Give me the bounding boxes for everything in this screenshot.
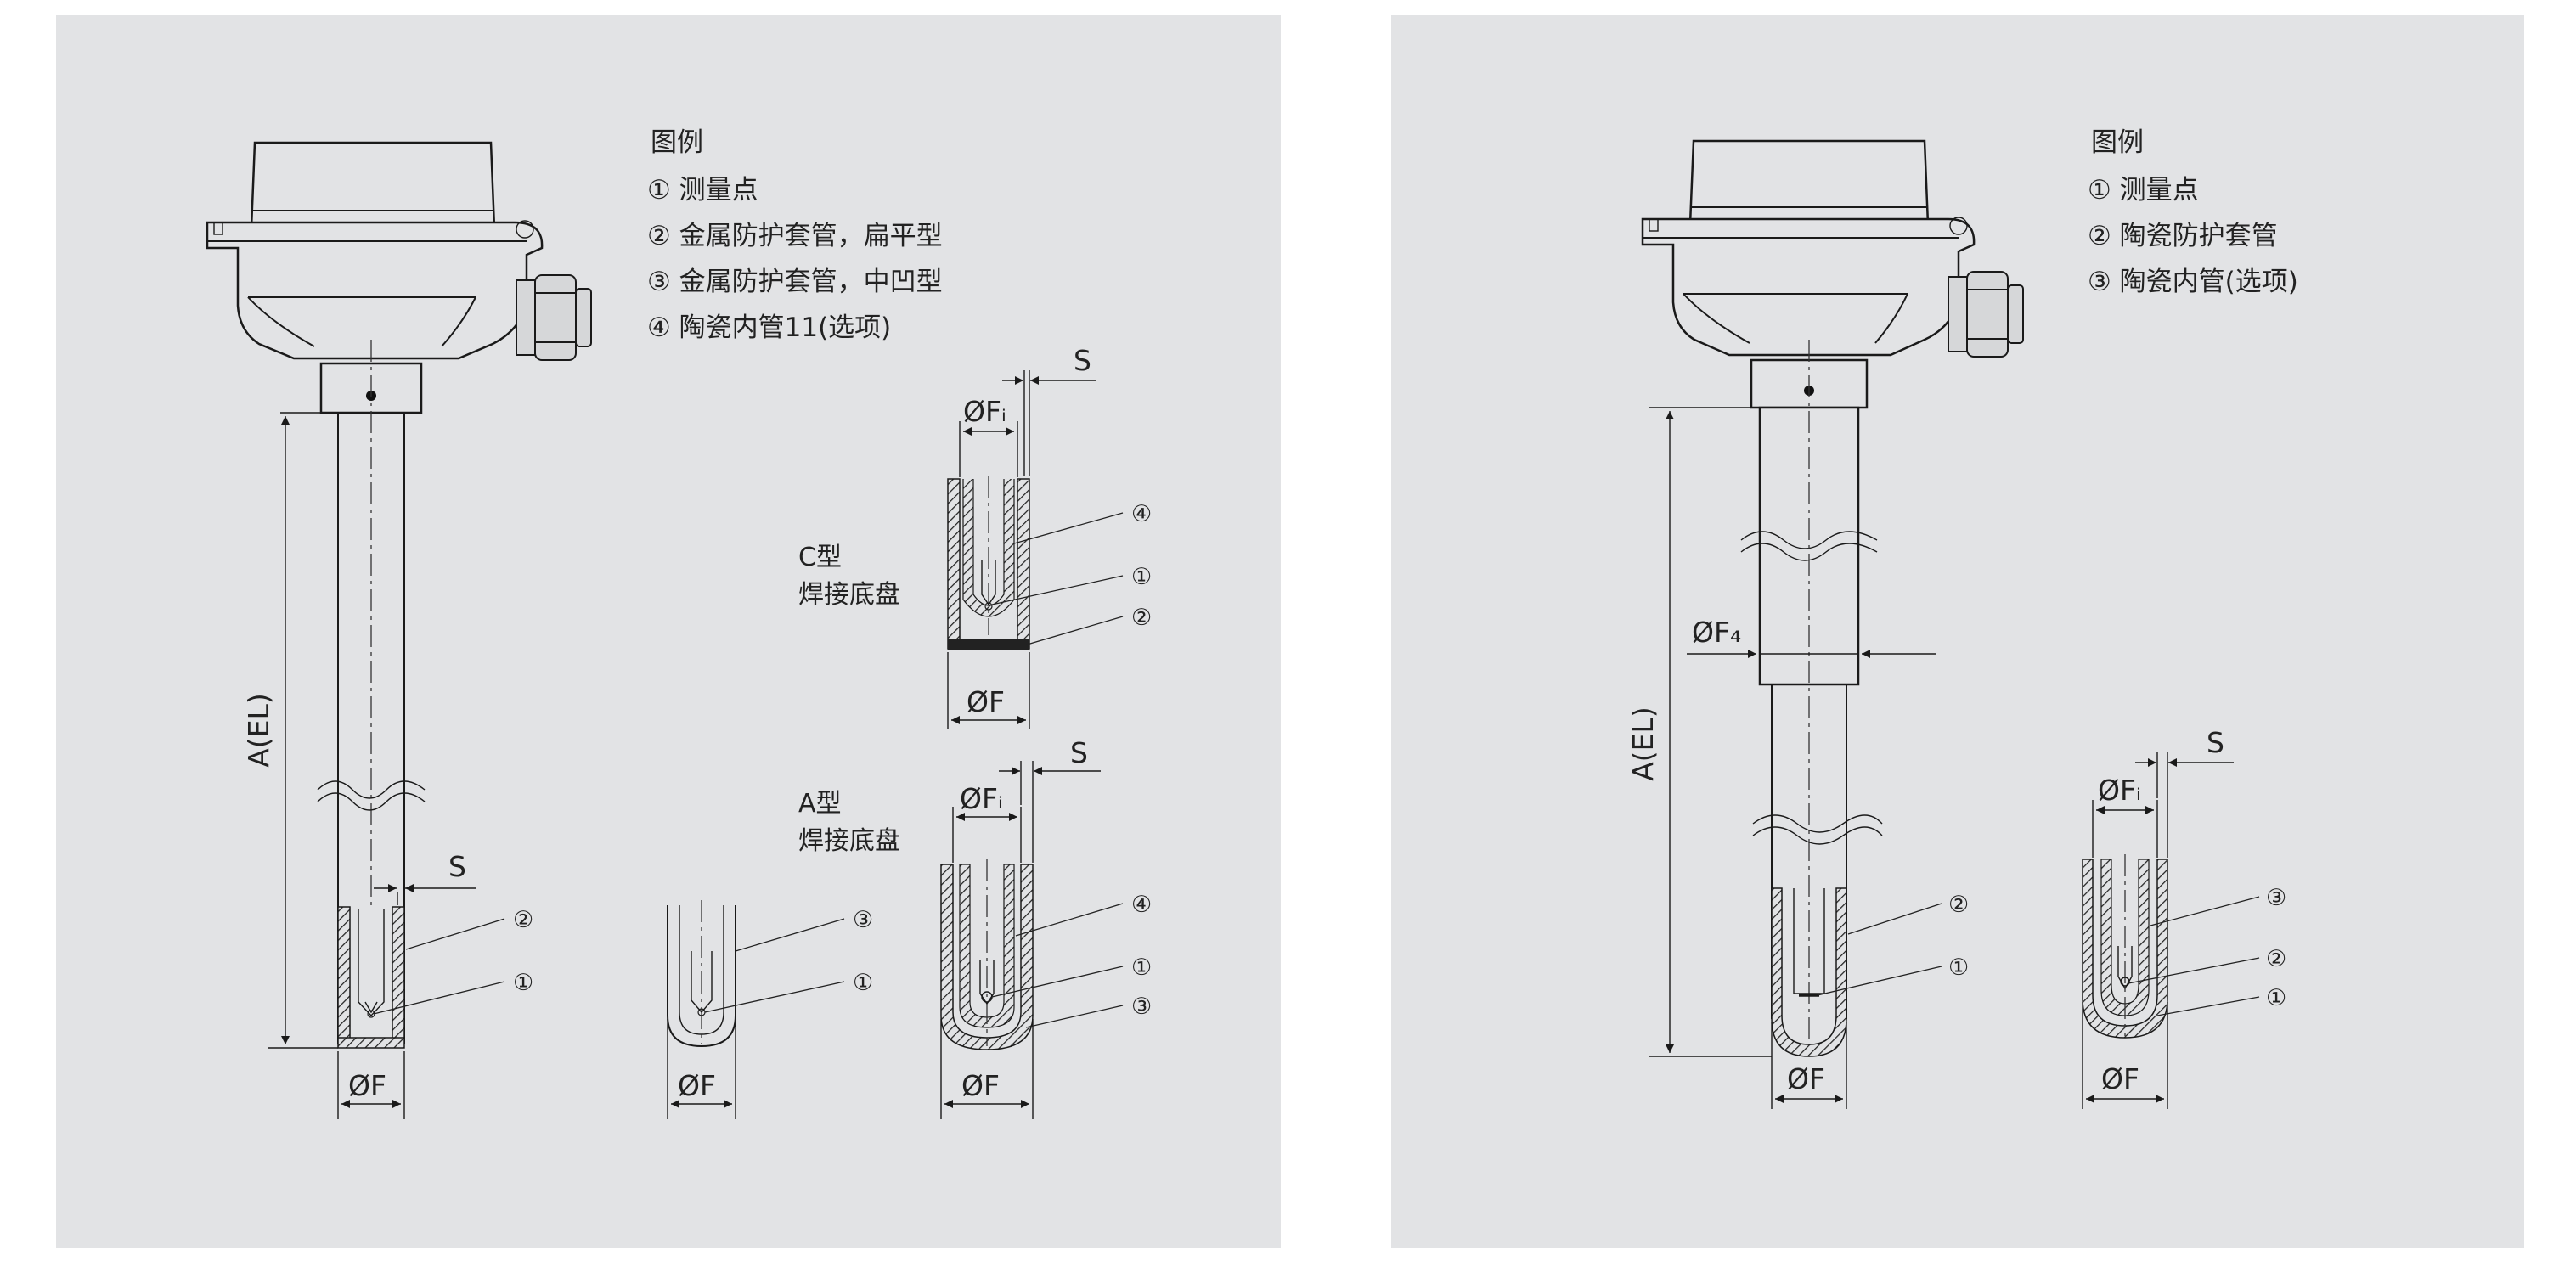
right-main-callouts: ② ① — [1817, 892, 1969, 996]
right-tip-detail: ØF ØFᵢ S ③ ② ① — [2082, 726, 2286, 1109]
right-tip-wall-label: S — [2207, 726, 2224, 759]
right-tip-callout-1: ① — [2266, 985, 2286, 1011]
type-c-label-1: C型 — [798, 543, 842, 572]
tip-outer-diameter-label: ØF — [678, 1069, 716, 1102]
right-tip-callout-2: ② — [2266, 946, 2286, 972]
type-c-callout-2: ② — [1131, 605, 1152, 631]
type-a-callout-3: ③ — [1131, 994, 1152, 1020]
right-support-diameter-label: ØF₄ — [1692, 616, 1741, 649]
left-length-label: A(EL) — [242, 693, 275, 768]
right-connection-head — [1641, 139, 2024, 409]
tip-callout-3: ③ — [853, 907, 873, 933]
right-tip-outer-diameter-label: ØF — [2101, 1062, 2139, 1095]
right-legend-item-2: ② 陶瓷防护套管 — [2088, 221, 2278, 251]
type-a-callout-4: ④ — [1131, 892, 1152, 918]
right-callout-2: ② — [1948, 892, 1969, 918]
type-a-outer-diameter-label: ØF — [961, 1069, 1000, 1102]
type-a-inner-diameter-label: ØFᵢ — [960, 782, 1003, 815]
left-outer-diameter-label: ØF — [348, 1069, 386, 1102]
right-legend-title: 图例 — [2091, 127, 2144, 158]
left-legend-title: 图例 — [651, 127, 703, 158]
left-legend-item-1: ① 测量点 — [647, 175, 758, 205]
right-panel: 图例 ① 测量点 ② 陶瓷防护套管 ③ 陶瓷内管(选项) — [1391, 15, 2524, 1248]
left-panel: 图例 ① 测量点 ② 金属防护套管，扁平型 ③ 金属防护套管，中凹型 ④ 陶瓷内… — [56, 15, 1281, 1248]
type-a-wall-label: S — [1070, 736, 1088, 769]
left-wall-label: S — [448, 850, 466, 883]
left-length-dimension: A(EL) — [242, 412, 338, 1049]
right-callout-1: ① — [1948, 954, 1969, 981]
right-tip-inner-diameter-label: ØFᵢ — [2098, 774, 2141, 807]
cable-gland — [534, 274, 577, 361]
right-main-tube — [1740, 340, 1883, 1057]
type-c-callout-4: ④ — [1131, 501, 1152, 527]
right-length-label: A(EL) — [1626, 707, 1660, 781]
right-support-diameter-dim: ØF₄ — [1687, 616, 1936, 658]
right-head-housing — [1641, 217, 1976, 357]
left-legend: 图例 ① 测量点 ② 金属防护套管，扁平型 ③ 金属防护套管，中凹型 ④ 陶瓷内… — [647, 127, 943, 343]
type-a-detail: A型 焊接底盘 ØF ØFᵢ S ④ ① ③ — [798, 736, 1152, 1119]
right-tip-callout-3: ③ — [2266, 885, 2286, 911]
left-legend-item-2: ② 金属防护套管，扁平型 — [647, 221, 943, 251]
type-a-callout-1: ① — [1131, 954, 1152, 981]
callout-1: ① — [513, 970, 533, 996]
head-cover — [250, 141, 496, 229]
type-c-detail: C型 焊接底盘 ØF ØFᵢ S — [798, 344, 1152, 729]
type-c-label-2: 焊接底盘 — [798, 580, 900, 610]
left-wall-dim: S — [374, 850, 476, 905]
callout-2: ② — [513, 907, 533, 933]
right-legend-item-3: ③ 陶瓷内管(选项) — [2088, 267, 2298, 297]
type-c-wall-label: S — [1074, 344, 1091, 377]
type-c-inner-diameter-label: ØFᵢ — [963, 395, 1006, 428]
right-legend-item-1: ① 测量点 — [2088, 175, 2199, 205]
type-c-outer-diameter-label: ØF — [967, 685, 1005, 718]
left-tip-curved: ØF ③ ① — [667, 900, 873, 1119]
left-legend-item-3: ③ 金属防护套管，中凹型 — [647, 267, 943, 297]
type-a-label-2: 焊接底盘 — [798, 826, 900, 856]
left-main-callouts: ② ① — [373, 907, 533, 1015]
head-housing — [206, 221, 544, 360]
type-c-callout-1: ① — [1131, 564, 1152, 590]
type-a-label-1: A型 — [798, 789, 842, 819]
right-head-cover — [1688, 139, 1930, 226]
right-panel-background — [1391, 15, 2524, 1248]
left-legend-item-4: ④ 陶瓷内管11(选项) — [647, 312, 891, 343]
left-connection-head — [206, 141, 592, 414]
right-outer-diameter-label: ØF — [1787, 1062, 1825, 1095]
right-cable-gland — [1966, 271, 2009, 358]
right-length-dimension: A(EL) — [1626, 407, 1772, 1057]
right-legend: 图例 ① 测量点 ② 陶瓷防护套管 ③ 陶瓷内管(选项) — [2088, 127, 2298, 297]
tip-callout-1: ① — [853, 970, 873, 996]
right-outer-diameter-dim: ØF — [1771, 1022, 1847, 1109]
left-outer-diameter-dim: ØF — [337, 1051, 405, 1119]
